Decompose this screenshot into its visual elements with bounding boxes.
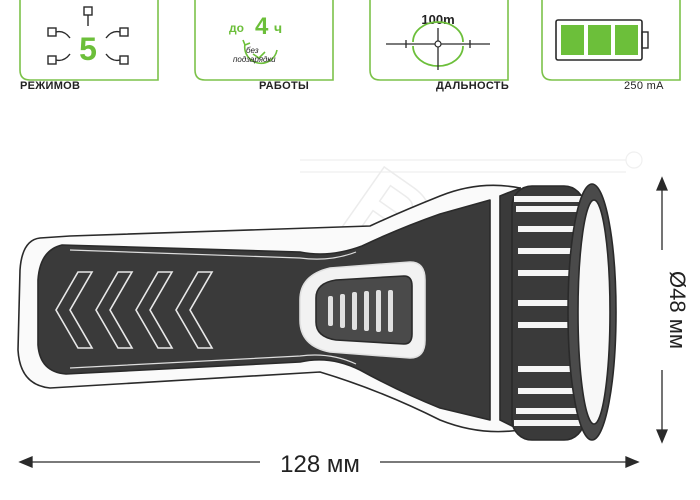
runtime-label: РАБОТЫ (259, 80, 310, 92)
battery-badge: 250 mA (540, 0, 685, 95)
runtime-prefix: до (229, 21, 244, 35)
range-label: ДАЛЬНОСТЬ (436, 80, 510, 92)
length-dimension (18, 456, 640, 468)
range-badge-frame: 100m (369, 0, 509, 81)
switch-button (299, 261, 426, 359)
runtime-note-line2: подзарядки (233, 55, 276, 64)
runtime-number: 4 (255, 13, 269, 40)
clock-arrow-icon (242, 39, 278, 65)
diameter-label: Ø48 мм (665, 271, 690, 349)
runtime-note-line1: без (246, 46, 259, 55)
battery-badge-frame (541, 0, 681, 81)
runtime-badge: до 4 ч без подзарядки РАБОТЫ (193, 0, 338, 95)
runtime-badge-frame: до 4 ч без подзарядки (194, 0, 334, 81)
modes-badge: 5 РЕЖИМОВ (18, 0, 163, 95)
length-label: 128 мм (280, 451, 360, 478)
flashlight-body (17, 184, 521, 433)
grip-chevrons (55, 271, 214, 349)
modes-number: 5 (79, 31, 97, 67)
modes-tree-icon (47, 6, 129, 65)
bezel-slots (514, 196, 582, 426)
battery-icon (555, 19, 649, 61)
runtime-unit: ч (274, 20, 282, 36)
battery-label: 250 mA (624, 80, 664, 92)
crosshair-icon (386, 21, 490, 70)
range-badge: 100m ДАЛЬНОСТЬ (368, 0, 513, 95)
flashlight-head (499, 183, 617, 441)
modes-badge-frame: 5 (19, 0, 159, 81)
diameter-dimension (656, 176, 668, 444)
modes-label: РЕЖИМОВ (20, 80, 81, 92)
